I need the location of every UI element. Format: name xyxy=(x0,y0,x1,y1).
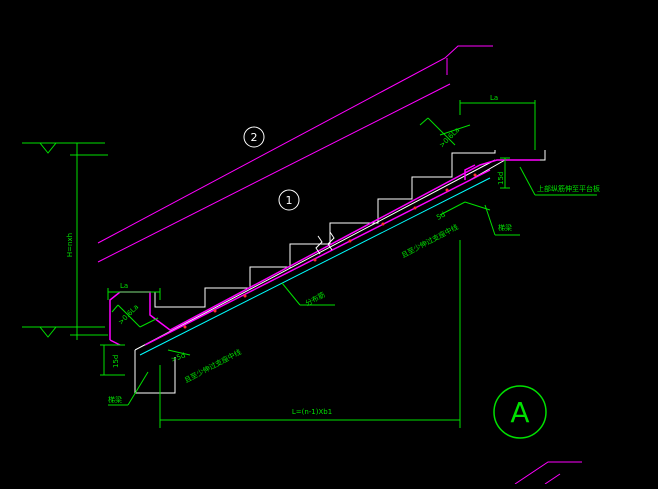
bottom-5d-label: >5d xyxy=(170,351,187,364)
distribution-bar-dots xyxy=(183,173,477,329)
bottom-15d-label: 15d xyxy=(112,355,120,368)
top-5d-dimension: 5d xyxy=(435,201,491,222)
slab-bottom-line xyxy=(139,177,491,356)
bottom-5d-dimension: >5d xyxy=(167,349,191,364)
next-flight-partial xyxy=(514,461,582,485)
span-dimension: L=(n-1)Xb1 xyxy=(159,240,461,428)
svg-text:1: 1 xyxy=(286,194,293,207)
stair-steps xyxy=(134,150,546,394)
marker-circle-1: 1 xyxy=(278,189,300,211)
marker-circle-2: 2 xyxy=(243,126,265,148)
stair-rebar xyxy=(109,159,540,346)
slab-outline-upper xyxy=(97,45,493,263)
bottom-la-dimension: La xyxy=(107,282,161,300)
lower-bar-label: 且至少伸过支座中线 xyxy=(183,347,243,385)
height-dimension: H=nxh xyxy=(22,142,108,340)
bottom-15d-dimension: 15d xyxy=(100,344,125,376)
height-label: H=nxh xyxy=(66,233,74,257)
dist-bar-note: 分布筋 xyxy=(281,282,335,308)
break-symbol xyxy=(315,231,335,255)
top-15d-dimension: 15d xyxy=(497,157,510,189)
top-note-label: 上部纵筋伸至平台板 xyxy=(537,184,600,193)
lower-bar-note: 且至少伸过支座中线 xyxy=(183,347,243,385)
bottom-node-label: 梯梁 xyxy=(108,395,122,404)
upper-bar-label: 且至少伸过支座中线 xyxy=(400,222,460,260)
bottom-anchor-label: >0.6La xyxy=(117,303,140,326)
upper-bar-note: 且至少伸过支座中线 xyxy=(400,222,460,260)
top-la-dimension: La xyxy=(459,94,536,150)
top-15d-label: 15d xyxy=(497,172,505,185)
bottom-la-label: La xyxy=(120,282,128,290)
top-node-label: 梯梁 xyxy=(498,223,512,232)
top-note: 上部纵筋伸至平台板 xyxy=(519,166,600,196)
top-anchor-dimension: >0.6La xyxy=(419,117,471,149)
top-la-label: La xyxy=(490,94,498,102)
top-5d-label: 5d xyxy=(435,211,447,222)
svg-text:A: A xyxy=(510,396,529,429)
span-label: L=(n-1)Xb1 xyxy=(292,408,332,416)
marker-circle-a: A xyxy=(493,385,547,439)
bottom-node: 梯梁 xyxy=(108,371,149,406)
top-node: 梯梁 xyxy=(484,204,520,236)
svg-text:2: 2 xyxy=(251,131,258,144)
top-anchor-label: >0.6La xyxy=(438,126,461,149)
